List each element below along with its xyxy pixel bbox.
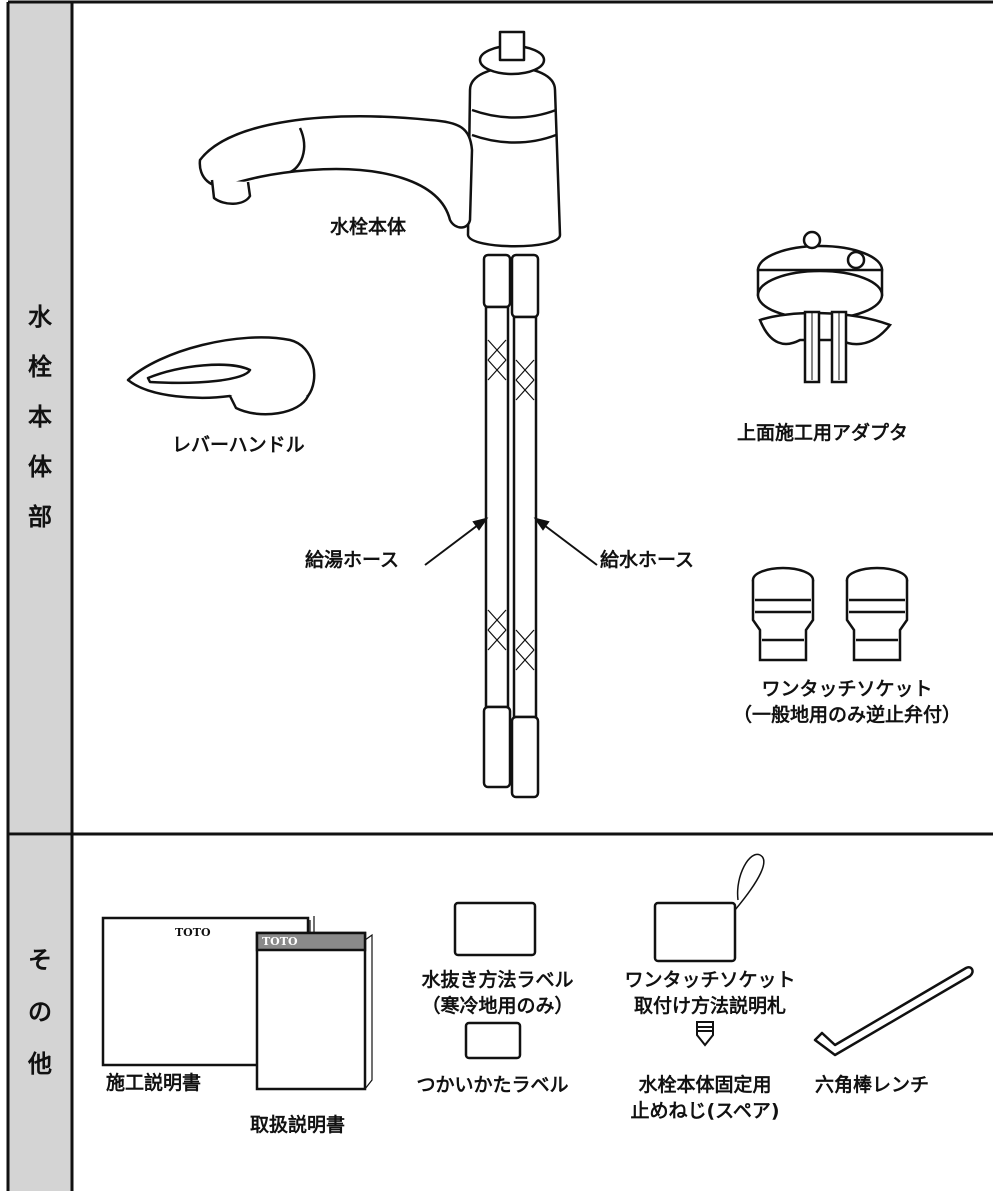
- label-hex-wrench: 六角棒レンチ: [815, 1074, 930, 1096]
- hose-icon: [482, 253, 540, 799]
- one-touch-socket-icon: [751, 566, 909, 662]
- hex-wrench-icon: [813, 966, 974, 1057]
- label-user-manual: 取扱説明書: [250, 1114, 346, 1136]
- section-title-faucet-body: 水 栓 本 体 部: [28, 303, 52, 531]
- label-installation-manual: 施工説明書: [106, 1072, 202, 1094]
- user-manual-logo: TOTO: [262, 935, 298, 948]
- label-one-touch-socket: ワンタッチソケット （一般地用のみ逆止弁付）: [732, 678, 961, 726]
- label-hot-water-hose: 給湯ホース: [305, 549, 400, 571]
- sidebar-faucet-body-section: [8, 2, 72, 834]
- label-usage-label: つかいかたラベル: [416, 1074, 569, 1096]
- usage-label-card-icon: [464, 1021, 522, 1060]
- adapter-icon: [756, 230, 893, 384]
- sidebar-other-section: [8, 836, 72, 1191]
- faucet-body-icon: [198, 30, 562, 248]
- user-manual-icon: [255, 931, 373, 1091]
- label-adapter: 上面施工用アダプタ: [737, 422, 909, 444]
- label-socket-instruction-tag: ワンタッチソケット 取付け方法説明札: [624, 969, 796, 1017]
- fixing-screw-icon: [696, 1021, 714, 1047]
- label-fixing-screw: 水栓本体固定用 止めねじ(スペア): [630, 1074, 780, 1122]
- label-faucet-body: 水栓本体: [330, 216, 407, 238]
- label-lever-handle: レバーハンドル: [172, 434, 305, 456]
- label-drain-method: 水抜き方法ラベル （寒冷地用のみ）: [421, 969, 574, 1017]
- drain-method-label-card-icon: [453, 901, 537, 957]
- socket-instruction-tag-icon: [653, 853, 765, 963]
- manual-logo: TOTO: [175, 926, 211, 939]
- section-title-other: そ の 他: [28, 946, 52, 1078]
- lever-handle-icon: [126, 336, 316, 416]
- label-cold-water-hose: 給水ホース: [600, 549, 695, 571]
